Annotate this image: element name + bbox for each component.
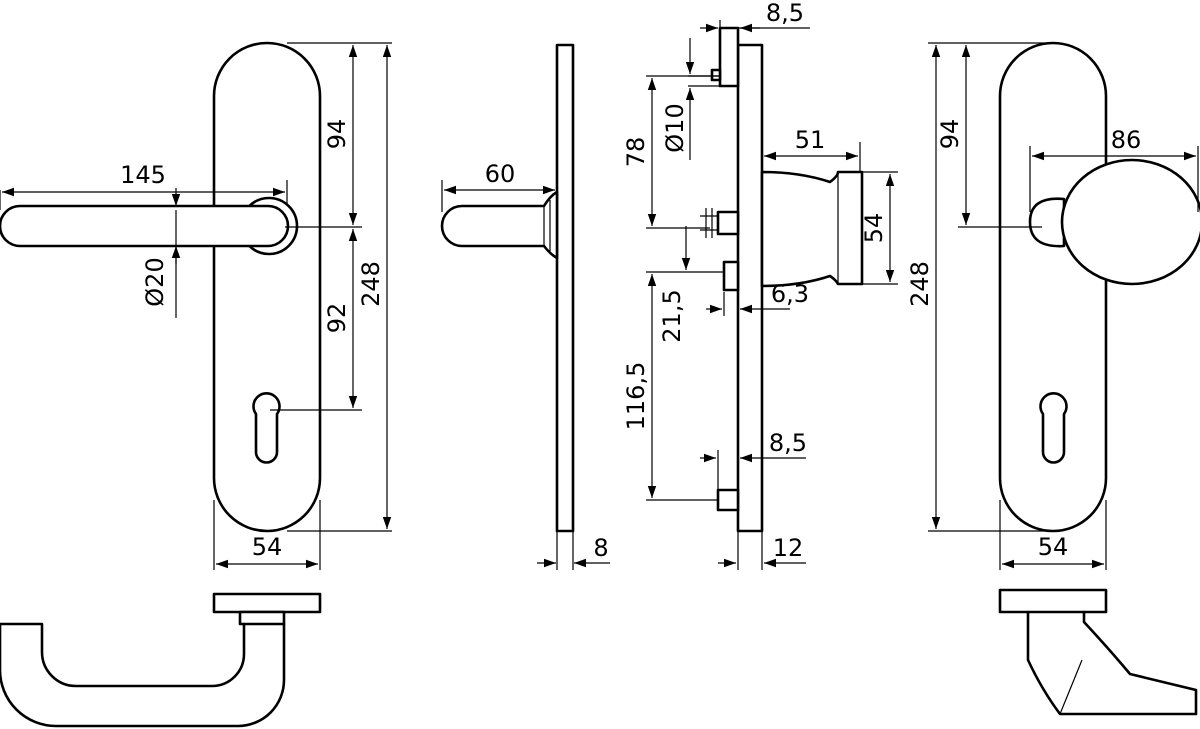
dim-label-upper-spacing-left: 94 (323, 119, 351, 150)
upper-spindle-stub (718, 26, 740, 88)
lever-side-view: 60 8 (440, 43, 610, 570)
lever-front-view: 145 Ø20 94 92 248 54 (0, 41, 392, 570)
knob-side-profile (760, 170, 864, 288)
upper-spindle-step (710, 68, 722, 82)
dim-label-lower-screw-spacing: 116,5 (622, 362, 650, 431)
dim-label-knob-diameter: 54 (860, 213, 888, 244)
dim-label-top-offset: 8,5 (766, 0, 804, 27)
dim-label-spindle-diameter: Ø10 (661, 103, 689, 152)
dim-label-rose-thickness: 6,3 (771, 280, 809, 308)
dim-label-plate-height-left: 248 (357, 261, 385, 307)
rose-top-view-left (238, 610, 286, 626)
dim-label-plate-thickness: 8 (593, 534, 608, 562)
keyhole-right (1039, 392, 1068, 464)
plate-top-view-left (212, 592, 322, 614)
lower-stub (716, 488, 740, 512)
lever-side-profile (440, 190, 559, 260)
dim-label-plate-height-right: 248 (906, 261, 934, 307)
dim-label-spindle-spacing: 78 (622, 137, 650, 168)
rose-stub (722, 260, 740, 292)
dim-label-lower-offset: 8,5 (769, 429, 807, 457)
knob-top-profile (1026, 610, 1198, 716)
u-lever-top-view (0, 622, 286, 728)
dim-label-knob-length: 86 (1111, 126, 1142, 154)
dim-label-lever-projection: 60 (485, 160, 516, 188)
dim-label-screw-offset: 21,5 (658, 289, 686, 342)
dim-label-total-thickness: 12 (773, 534, 804, 562)
lever-top-view (0, 592, 322, 728)
dim-label-knob-projection: 51 (795, 126, 826, 154)
dim-label-plate-width-right: 54 (1038, 533, 1069, 561)
backplate-side (555, 43, 575, 533)
screw-head (716, 210, 740, 236)
dim-label-lever-length: 145 (120, 161, 166, 189)
knob-side-view: 8,5 Ø10 78 51 54 21,5 6,3 116,5 (622, 0, 898, 570)
backplate-knob-side (736, 43, 764, 533)
knob-front-view: 248 94 86 54 (906, 41, 1200, 570)
lever-bar-left (0, 204, 290, 248)
knob-body (1060, 158, 1200, 286)
backplate-left (212, 41, 322, 533)
dim-label-plate-width-left: 54 (252, 533, 283, 561)
knob-top-view (998, 588, 1198, 716)
dim-label-upper-spacing-right: 94 (936, 119, 964, 150)
dim-label-lever-diameter: Ø20 (141, 257, 169, 306)
keyhole-left (252, 392, 281, 464)
knob-neck (1028, 197, 1066, 248)
plate-top-view-right (998, 588, 1108, 614)
dim-label-lower-spacing-left: 92 (323, 303, 351, 334)
